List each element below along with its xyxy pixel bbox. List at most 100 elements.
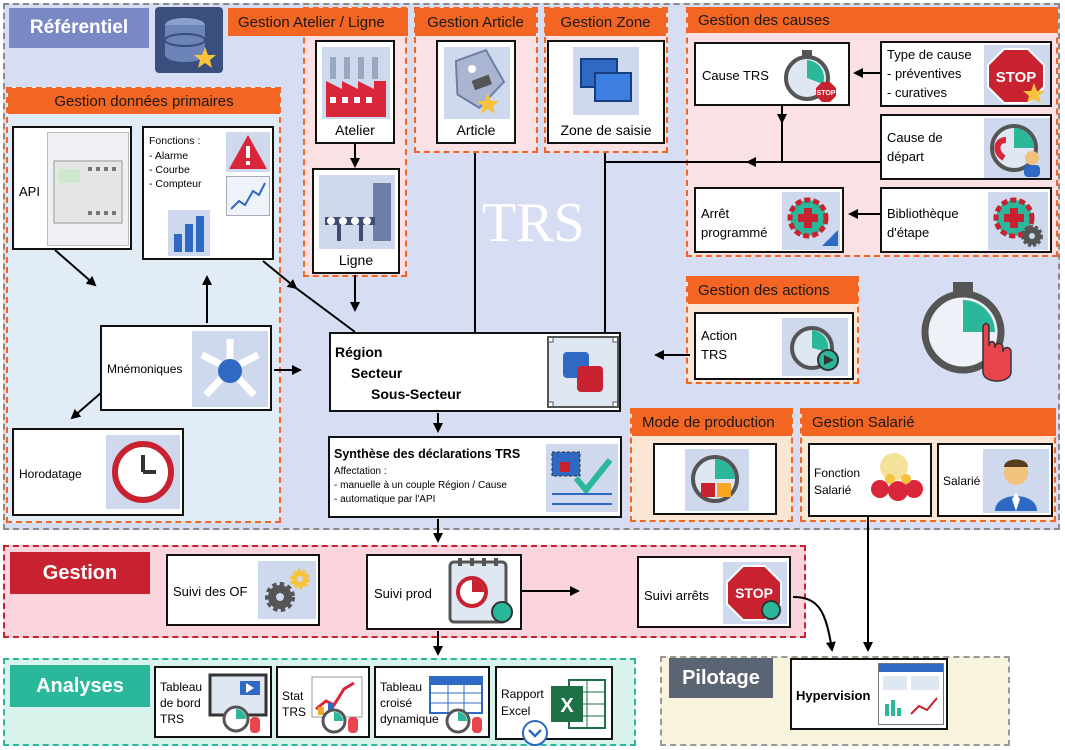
rapport-line-2: Excel xyxy=(501,704,531,718)
region-shapes-icon xyxy=(547,336,619,408)
rapport-excel-box[interactable]: Rapport Excel X xyxy=(495,666,613,740)
database-star-icon xyxy=(155,7,223,73)
factory-icon xyxy=(322,47,390,119)
dashboard-screen-icon xyxy=(878,663,944,725)
zone-header-text: Gestion Zone xyxy=(560,13,651,31)
stop-sign-icon: STOP xyxy=(723,562,787,624)
synthese-line-1: Affectation : xyxy=(334,466,387,477)
chevron-down-icon[interactable] xyxy=(522,720,548,746)
mnemoniques-box[interactable]: Mnémoniques xyxy=(100,325,272,411)
suivi-arrets-box[interactable]: Suivi arrêts STOP xyxy=(637,556,791,628)
board-check-icon xyxy=(546,444,618,512)
mode-box[interactable] xyxy=(653,443,777,515)
svg-text:STOP: STOP xyxy=(735,585,773,601)
zone-label: Zone de saisie xyxy=(560,122,652,138)
stat-trs-box[interactable]: Stat TRS xyxy=(276,666,370,738)
region-box[interactable]: Région Secteur Sous-Secteur xyxy=(329,332,621,412)
fonctions-item-1: - Alarme xyxy=(149,150,189,162)
cause-trs-box[interactable]: Cause TRS STOP xyxy=(694,42,850,106)
stat-line-1: Stat xyxy=(282,689,304,703)
hub-network-icon xyxy=(192,331,268,407)
atelier-box[interactable]: Atelier xyxy=(315,40,395,144)
api-box[interactable]: API xyxy=(12,126,132,250)
fonctions-item-3: - Compteur xyxy=(149,178,202,190)
ligne-box[interactable]: Ligne xyxy=(312,168,400,274)
synthese-title: Synthèse des déclarations TRS xyxy=(334,447,521,461)
tableau-bord-box[interactable]: Tableau de bord TRS xyxy=(154,666,272,738)
salarie-header-text: Gestion Salarié xyxy=(812,413,915,431)
pilotage-title: Pilotage xyxy=(669,658,773,698)
causes-header-text: Gestion des causes xyxy=(698,11,830,29)
stopwatch-hand-icon[interactable] xyxy=(915,280,1025,390)
arret-line-2: programmé xyxy=(701,225,768,240)
article-box[interactable]: Article xyxy=(436,40,516,144)
stopwatch-stop-icon: STOP xyxy=(782,48,842,104)
tableau-bord-line-2: de bord xyxy=(160,696,201,710)
gear-plus-cog-icon xyxy=(988,192,1048,250)
hypervision-box[interactable]: Hypervision xyxy=(790,658,948,730)
clock-icon xyxy=(106,435,180,509)
suivi-prod-label: Suivi prod xyxy=(374,586,432,601)
actions-header-text: Gestion des actions xyxy=(698,281,830,299)
arret-line-1: Arrêt xyxy=(701,206,730,221)
curve-chart-icon xyxy=(226,176,270,216)
bar-counter-icon xyxy=(168,210,210,256)
tcd-box[interactable]: Tableau croisé dynamique xyxy=(374,666,490,738)
fonction-salarie-box[interactable]: Fonction Salarié xyxy=(808,443,932,517)
salarie-label: Salarié xyxy=(943,474,981,488)
clipboard-stopwatch-icon xyxy=(442,558,520,628)
stat-line-2: TRS xyxy=(282,705,306,719)
cause-depart-line-2: départ xyxy=(887,149,924,164)
dashboard-monitor-icon xyxy=(206,671,270,735)
type-cause-line-3: - curatives xyxy=(887,85,947,100)
fonction-line-2: Salarié xyxy=(814,483,852,497)
fonctions-box[interactable]: Fonctions : - Alarme - Courbe - Compteur xyxy=(142,126,274,260)
zone-header: Gestion Zone xyxy=(545,8,666,36)
article-header-text: Gestion Article xyxy=(427,13,524,31)
analyses-title-text: Analyses xyxy=(36,674,124,697)
svg-text:STOP: STOP xyxy=(817,90,836,97)
production-line-icon xyxy=(319,175,395,249)
stop-sign-star-icon: STOP xyxy=(984,45,1050,105)
fonctions-item-2: - Courbe xyxy=(149,164,190,176)
salarie-box[interactable]: Salarié xyxy=(937,443,1053,517)
bibliotheque-etape-box[interactable]: Bibliothèque d'étape xyxy=(880,187,1052,253)
stopwatch-arrow-icon xyxy=(782,318,848,376)
synthese-line-2: - manuelle à un couple Région / Cause xyxy=(334,480,507,491)
suivi-prod-box[interactable]: Suivi prod xyxy=(366,554,522,630)
tag-star-icon xyxy=(444,47,510,119)
cause-depart-box[interactable]: Cause de départ xyxy=(880,114,1052,180)
suivi-of-label: Suivi des OF xyxy=(173,584,248,599)
region-line-2: Secteur xyxy=(351,365,403,381)
type-cause-line-1: Type de cause xyxy=(887,47,972,62)
donnees-header: Gestion données primaires xyxy=(8,88,280,114)
region-line-1: Région xyxy=(335,344,383,360)
action-trs-box[interactable]: Action TRS xyxy=(694,312,854,380)
fonction-line-1: Fonction xyxy=(814,466,861,480)
analyses-title: Analyses xyxy=(10,665,150,707)
gestion-title-text: Gestion xyxy=(42,561,118,584)
excel-icon: X xyxy=(547,674,609,734)
atelier-header: Gestion Atelier / Ligne xyxy=(228,8,408,36)
mnemoniques-label: Mnémoniques xyxy=(107,362,183,376)
synthese-box[interactable]: Synthèse des déclarations TRS Affectatio… xyxy=(328,436,622,518)
suivi-of-box[interactable]: Suivi des OF xyxy=(166,554,320,626)
employee-icon xyxy=(983,449,1049,513)
gears-icon xyxy=(258,561,316,619)
article-header: Gestion Article xyxy=(415,8,536,36)
arret-programme-box[interactable]: Arrêt programmé xyxy=(694,187,844,253)
type-cause-box[interactable]: Type de cause - préventives - curatives … xyxy=(880,41,1052,107)
fonctions-title: Fonctions : xyxy=(149,135,201,147)
api-label: API xyxy=(19,184,40,199)
gear-plus-icon xyxy=(782,192,840,250)
team-icon xyxy=(864,449,930,513)
referentiel-title: Référentiel xyxy=(9,8,149,48)
atelier-header-text: Gestion Atelier / Ligne xyxy=(238,13,385,31)
article-label: Article xyxy=(456,122,496,138)
zone-box[interactable]: Zone de saisie xyxy=(547,40,665,144)
plc-icon xyxy=(47,132,129,246)
alarm-icon xyxy=(226,132,270,172)
tcd-line-2: croisé xyxy=(380,696,413,710)
horodatage-box[interactable]: Horodatage xyxy=(12,428,184,516)
